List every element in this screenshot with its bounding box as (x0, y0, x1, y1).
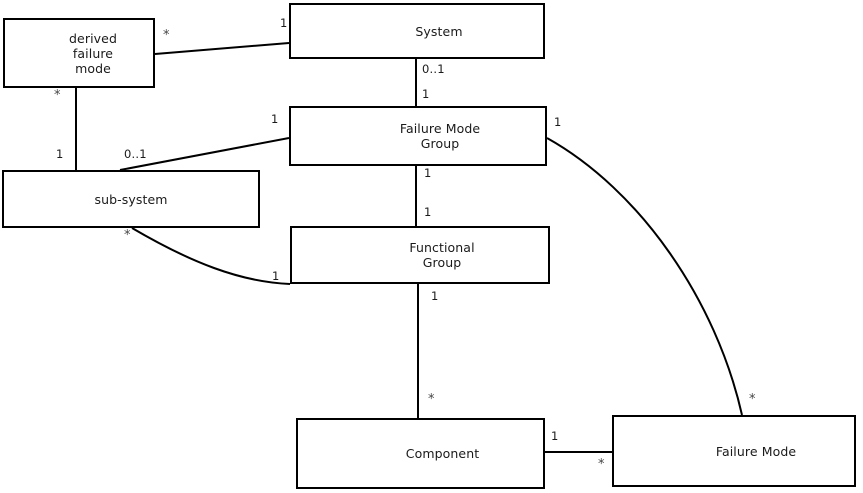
class-box-system[interactable]: System (289, 3, 545, 59)
class-name-functional-group: Functional Group (409, 240, 475, 270)
class-box-sub-system[interactable]: sub-system (2, 170, 260, 228)
class-box-component[interactable]: Component (296, 418, 545, 489)
class-name-sub-system: sub-system (94, 191, 168, 207)
class-name-failure-mode: Failure Mode (715, 443, 797, 459)
multiplicity-mult-sub-fmg-one: 1 (271, 112, 279, 126)
multiplicity-mult-dfm-system-star: * (163, 28, 170, 43)
multiplicity-mult-dfm-sub-star: * (54, 88, 61, 103)
class-name-system: System (415, 23, 463, 39)
multiplicity-mult-dfm-sub-one: 1 (56, 147, 64, 161)
association-derived-failure-mode--system (154, 42, 290, 55)
multiplicity-mult-fmg-fm-one: 1 (554, 115, 562, 129)
multiplicity-mult-fmg-fg-one-top: 1 (424, 166, 432, 180)
multiplicity-mult-fmg-fm-star: * (749, 392, 756, 407)
class-box-functional-group[interactable]: Functional Group (290, 226, 550, 284)
multiplicity-mult-dfm-system-one: 1 (280, 16, 288, 30)
multiplicity-mult-fg-comp-one: 1 (431, 289, 439, 303)
class-box-failure-mode-group[interactable]: Failure Mode Group (289, 106, 547, 166)
multiplicity-mult-sub-fmg-zeroone: 0..1 (124, 147, 147, 161)
association-sub-system--functional-group (131, 227, 291, 285)
class-name-derived-failure-mode: derived failure mode (69, 30, 117, 76)
class-box-failure-mode[interactable]: Failure Mode (612, 415, 856, 487)
multiplicity-mult-sub-fg-one: 1 (272, 269, 280, 283)
class-name-failure-mode-group: Failure Mode Group (399, 121, 481, 151)
class-box-derived-failure-mode[interactable]: derived failure mode (3, 18, 155, 88)
multiplicity-mult-fg-comp-star: * (428, 392, 435, 407)
multiplicity-mult-fmg-fg-one-bottom: 1 (424, 205, 432, 219)
association-failure-mode-group--failure-mode (546, 137, 743, 416)
class-name-component: Component (405, 446, 480, 461)
multiplicity-mult-comp-fm-one: 1 (551, 429, 559, 443)
multiplicity-mult-system-fmg-one: 1 (422, 87, 430, 101)
multiplicity-mult-system-fmg-zeroone: 0..1 (422, 62, 445, 76)
multiplicity-mult-comp-fm-star: * (598, 457, 605, 472)
multiplicity-mult-sub-fg-star: * (124, 228, 131, 243)
